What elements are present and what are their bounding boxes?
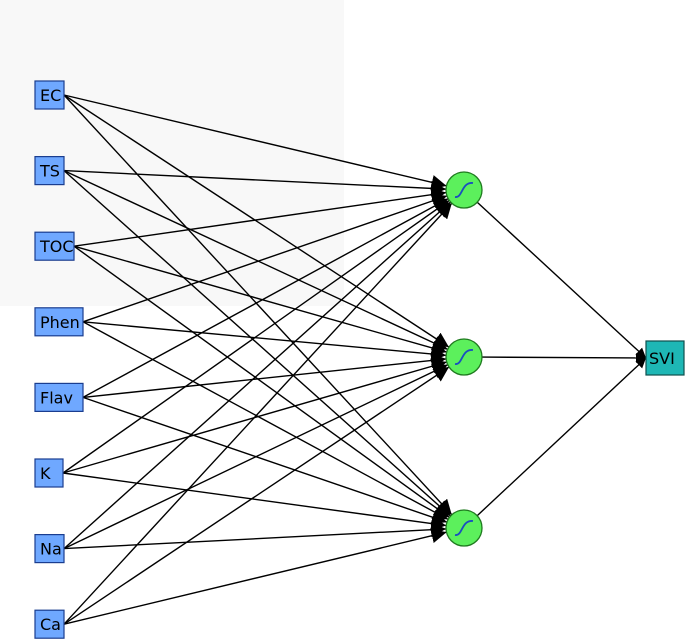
input-label: Phen	[40, 313, 80, 332]
edge-toc-to-hidden-2	[73, 245, 447, 356]
edge-phen-to-hidden-1	[82, 193, 448, 323]
edge-flav-to-hidden-3	[82, 396, 448, 525]
input-label: Ca	[40, 615, 61, 634]
hidden-circle	[445, 338, 483, 376]
edge-hidden-1-to-output	[476, 201, 647, 359]
edge-ts-to-hidden-2	[63, 169, 448, 351]
edge-flav-to-hidden-1	[82, 197, 449, 399]
edge-ts-to-hidden-1	[63, 169, 447, 196]
input-box	[34, 533, 65, 564]
input-box	[34, 609, 65, 639]
edge-hidden-2-to-output	[481, 352, 647, 363]
input-box	[34, 231, 75, 261]
input-label: K	[40, 464, 51, 483]
sigmoid-icon	[454, 182, 474, 198]
edges-layer	[62, 94, 647, 625]
output-label: SVI	[649, 349, 675, 368]
edge-k-to-hidden-3	[62, 472, 447, 531]
input-box	[34, 307, 84, 337]
input-node-ec: EC	[34, 80, 65, 110]
edge-ca-to-hidden-2	[63, 366, 450, 625]
edge-na-to-hidden-3	[63, 522, 447, 550]
input-node-toc: TOC	[34, 231, 75, 261]
input-label: EC	[40, 86, 61, 105]
input-label: TS	[39, 162, 60, 181]
hidden-node-3	[445, 509, 483, 547]
edge-k-to-hidden-1	[62, 199, 450, 474]
output-node-svi: SVI	[645, 340, 685, 376]
hidden-circle	[445, 509, 483, 547]
edge-toc-to-hidden-3	[73, 245, 450, 519]
sigmoid-icon	[454, 520, 474, 536]
edge-toc-to-hidden-1	[73, 187, 447, 247]
input-box	[34, 458, 64, 488]
input-label: Na	[40, 540, 62, 559]
edge-ts-to-hidden-3	[63, 170, 452, 517]
hidden-node-1	[445, 171, 483, 209]
input-node-k: K	[34, 458, 64, 488]
input-node-na: Na	[34, 533, 65, 564]
edge-phen-to-hidden-3	[82, 321, 449, 521]
input-label: TOC	[39, 237, 74, 256]
edge-hidden-3-to-output	[476, 357, 647, 517]
input-box	[34, 80, 65, 110]
edge-ec-to-hidden-2	[63, 94, 450, 348]
input-box	[34, 382, 84, 412]
edge-ec-to-hidden-1	[63, 94, 447, 190]
input-box	[34, 156, 65, 186]
input-node-ts: TS	[34, 156, 65, 186]
hidden-node-2	[445, 338, 483, 376]
input-label: Flav	[40, 388, 73, 407]
input-node-phen: Phen	[34, 307, 84, 337]
edge-ca-to-hidden-1	[63, 202, 453, 625]
output-box	[645, 340, 685, 376]
input-node-flav: Flav	[34, 382, 84, 412]
edge-flav-to-hidden-2	[82, 353, 447, 399]
edge-ca-to-hidden-3	[63, 528, 447, 625]
edge-phen-to-hidden-2	[82, 321, 447, 362]
input-node-ca: Ca	[34, 609, 65, 639]
sigmoid-icon	[454, 349, 474, 365]
edge-ec-to-hidden-3	[63, 94, 453, 516]
edge-na-to-hidden-2	[63, 364, 449, 550]
hidden-circle	[445, 171, 483, 209]
edge-na-to-hidden-1	[63, 201, 452, 550]
